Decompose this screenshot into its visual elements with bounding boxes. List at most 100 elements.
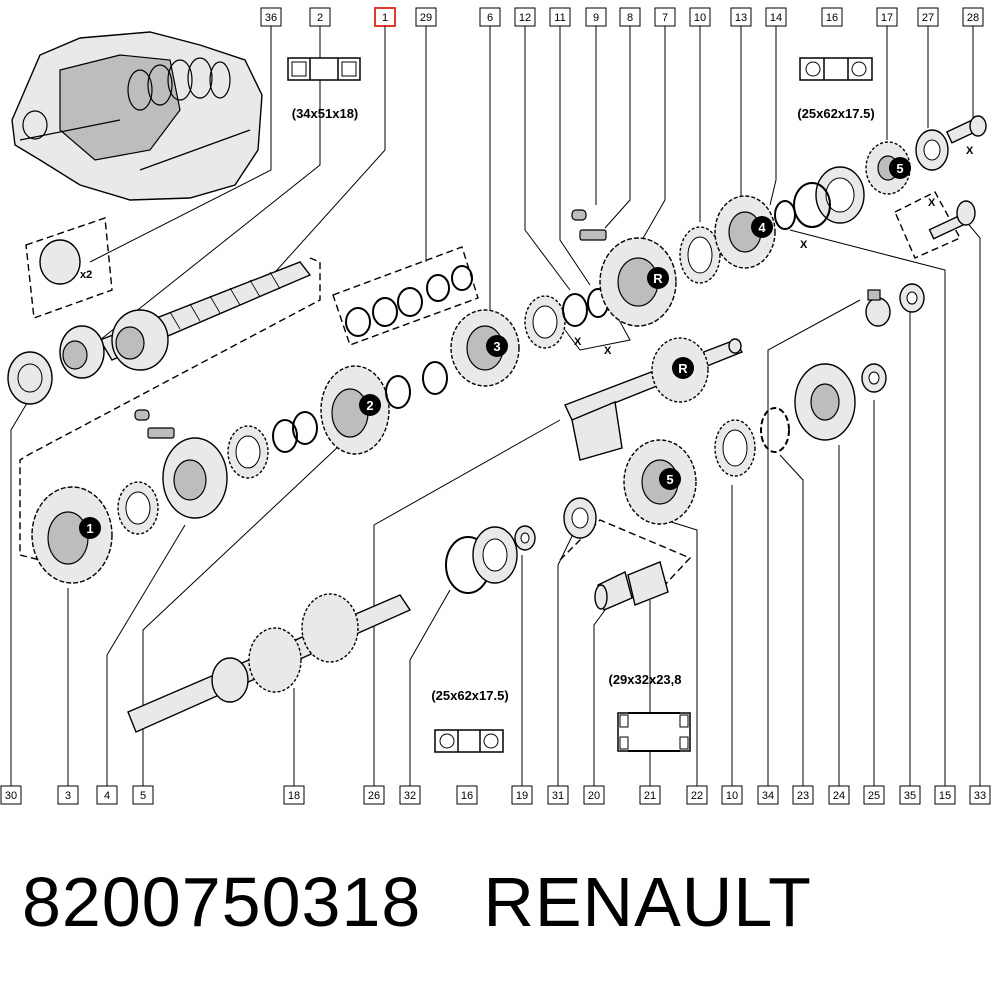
svg-text:28: 28 xyxy=(967,12,979,24)
svg-text:X: X xyxy=(574,336,582,348)
svg-text:10: 10 xyxy=(694,12,706,24)
badge-gear-5-top: 5 xyxy=(889,157,911,179)
badge-reverse-idler: R xyxy=(672,357,694,379)
bottom-label-row: 30 3 4 5 18 26 32 16 19 31 20 21 22 10 3… xyxy=(0,785,991,805)
svg-text:13: 13 xyxy=(735,12,747,24)
needle-bearing-symbol-29x32x23-8: (29x32x23,8 xyxy=(608,672,691,752)
callout-label-1-highlighted: 1 xyxy=(374,7,396,27)
svg-text:24: 24 xyxy=(833,790,845,802)
svg-text:19: 19 xyxy=(516,790,528,802)
bolt-28 xyxy=(945,115,987,144)
callout-label-28: 28 xyxy=(962,7,984,27)
svg-text:29: 29 xyxy=(420,12,432,24)
callout-label-19: 19 xyxy=(511,785,533,805)
badge-gear-1: 1 xyxy=(79,517,101,539)
svg-text:1: 1 xyxy=(382,12,388,24)
svg-text:34: 34 xyxy=(762,790,774,802)
roll-pin-9 xyxy=(571,209,587,221)
callout-label-27: 27 xyxy=(917,7,939,27)
secondary-shaft-18 xyxy=(127,593,412,733)
bearing-symbol-34x51x18: (34x51x18) xyxy=(287,57,361,121)
synchro-hub-4 xyxy=(162,437,228,519)
nut-25 xyxy=(861,363,887,393)
callout-label-29: 29 xyxy=(415,7,437,27)
badge-reverse-gear: R xyxy=(647,267,669,289)
svg-text:12: 12 xyxy=(519,12,531,24)
callout-label-4: 4 xyxy=(96,785,118,805)
qty-mark: x2 xyxy=(80,269,92,281)
badge-gear-5-lower: 5 xyxy=(659,468,681,490)
svg-text:26: 26 xyxy=(368,790,380,802)
clearance-x-washer: X xyxy=(800,239,808,251)
svg-text:R: R xyxy=(678,361,688,376)
svg-text:X: X xyxy=(604,345,612,357)
gear-2 xyxy=(320,365,390,455)
needle-bearing-21 xyxy=(627,561,669,606)
circlip-11 xyxy=(562,293,588,327)
callout-label-10-top: 10 xyxy=(689,7,711,27)
gear-1 xyxy=(31,486,113,584)
clearance-x-top-right: X xyxy=(966,145,974,157)
callout-label-24: 24 xyxy=(828,785,850,805)
washer-14 xyxy=(774,200,796,230)
svg-text:20: 20 xyxy=(588,790,600,802)
callout-label-30: 30 xyxy=(0,785,22,805)
svg-text:27: 27 xyxy=(922,12,934,24)
bearing-symbol-25x62x17-5-top: (25x62x17.5) xyxy=(797,57,875,121)
circlip-mid-3 xyxy=(292,411,318,445)
leader-lines xyxy=(10,26,981,786)
bearing-16-bottom xyxy=(472,526,518,584)
svg-text:14: 14 xyxy=(770,12,782,24)
svg-text:23: 23 xyxy=(797,790,809,802)
synchro-ring-5 xyxy=(227,425,269,479)
callout-label-17: 17 xyxy=(876,7,898,27)
transmission-housing xyxy=(11,31,263,201)
svg-text:11: 11 xyxy=(554,12,565,24)
callout-label-13: 13 xyxy=(730,7,752,27)
dimension-label-34x51x18: (34x51x18) xyxy=(292,106,359,121)
svg-text:X: X xyxy=(928,197,936,209)
svg-text:R: R xyxy=(653,271,663,286)
reverse-gear-7 xyxy=(599,237,677,327)
svg-text:2: 2 xyxy=(366,398,373,413)
callout-label-23: 23 xyxy=(792,785,814,805)
nut-35 xyxy=(899,283,925,313)
bushing-20 xyxy=(594,571,633,611)
circlip-mid-1 xyxy=(385,375,411,409)
roll-pin-lower xyxy=(134,409,150,421)
bearing-symbol-25x62x17-5-bottom: (25x62x17.5) xyxy=(431,688,509,753)
callout-label-10-bottom: 10 xyxy=(721,785,743,805)
svg-text:18: 18 xyxy=(288,790,300,802)
svg-text:32: 32 xyxy=(404,790,416,802)
gear-badges: 1 2 3 4 5 R R 5 xyxy=(79,157,911,539)
synchro-ring-12 xyxy=(524,295,566,349)
synchro-ring-10-bottom xyxy=(714,419,756,477)
dimension-label-25x62x17-5-bottom: (25x62x17.5) xyxy=(431,688,508,703)
bearing-31 xyxy=(563,497,597,539)
svg-text:5: 5 xyxy=(896,161,903,176)
svg-text:3: 3 xyxy=(493,339,500,354)
callout-label-14: 14 xyxy=(765,7,787,27)
callout-label-18: 18 xyxy=(283,785,305,805)
svg-text:25: 25 xyxy=(868,790,880,802)
brand-name: RENAULT xyxy=(483,863,812,941)
callout-label-22: 22 xyxy=(686,785,708,805)
badge-gear-2: 2 xyxy=(359,394,381,416)
callout-label-7: 7 xyxy=(654,7,676,27)
svg-text:4: 4 xyxy=(104,790,110,802)
circlip-mid-4 xyxy=(272,419,298,453)
svg-text:7: 7 xyxy=(662,12,668,24)
badge-gear-4: 4 xyxy=(751,216,773,238)
ring-set-29 xyxy=(345,265,473,337)
svg-text:6: 6 xyxy=(487,12,493,24)
svg-text:5: 5 xyxy=(666,472,673,487)
callout-label-33: 33 xyxy=(969,785,991,805)
callout-label-5: 5 xyxy=(132,785,154,805)
circlip-mid-2 xyxy=(422,361,448,395)
key-8 xyxy=(579,229,607,241)
callout-label-31: 31 xyxy=(547,785,569,805)
washer-19 xyxy=(514,525,536,551)
svg-text:2: 2 xyxy=(317,12,323,24)
svg-text:10: 10 xyxy=(726,790,738,802)
